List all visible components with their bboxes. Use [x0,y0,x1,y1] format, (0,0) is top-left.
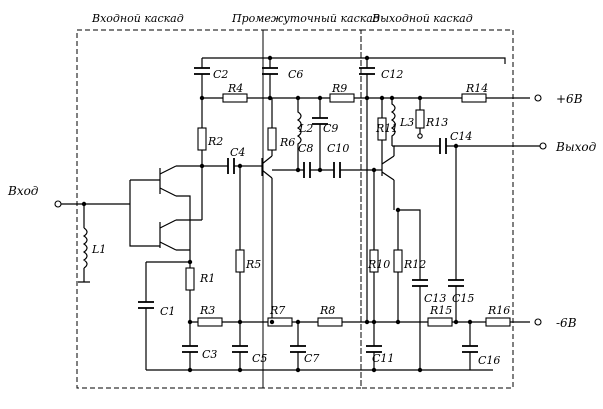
L3-label: L3 [399,116,414,129]
intermediate-transistor [250,128,273,322]
C11-label: C11 [372,352,394,365]
R5-label: R5 [245,258,261,271]
C4-label: C4 [230,146,245,159]
R12-label: R12 [403,258,426,271]
C3-label: C3 [202,348,217,361]
R16-label: R16 [487,304,510,317]
R2-label: R2 [207,135,223,148]
intermediate-stage-title: Промежуточный каскад [231,12,380,25]
R13-body [415,109,425,129]
section-boxes [76,29,514,389]
R8-body [317,317,343,327]
R8-label: R8 [319,304,335,317]
R16-body [485,317,511,327]
L2-label: L2 [298,122,313,135]
R2-body [197,127,207,151]
C1-label: C1 [160,305,175,318]
R11-label: R11 [375,122,398,135]
C8-label: C8 [298,142,313,155]
R7-label: R7 [269,304,285,317]
C9-label: C9 [323,122,338,135]
C10-label: C10 [327,142,349,155]
C13-label: C13 [424,292,446,305]
C2-label: C2 [213,68,228,81]
output-terminal[interactable] [539,142,547,150]
C16-label: C16 [478,354,500,367]
input-label: Вход [7,184,39,198]
R1-body [185,267,195,291]
rails [146,57,530,371]
plus-terminal[interactable] [534,94,542,102]
C7-label: C7 [304,352,319,365]
R3-body [197,317,223,327]
junction-dots [187,55,473,373]
R12-body [393,249,403,273]
R4-label: R4 [227,82,243,95]
L2-coil [296,98,302,170]
input-network [54,200,130,283]
R9-body [329,93,355,103]
C5-label: C5 [252,352,267,365]
L3-coil [390,98,396,146]
R4-body [222,93,248,103]
R7-body [267,317,293,327]
R14-label: R14 [465,82,488,95]
R5-body [235,249,245,273]
C14-label: C14 [450,130,472,143]
R6-label: R6 [279,136,295,149]
minus-label: -6В [556,316,577,330]
R9-label: R9 [331,82,347,95]
output-stage-box [360,29,514,389]
R1-label: R1 [199,272,215,285]
R15-label: R15 [429,304,452,317]
input-terminal[interactable] [54,200,62,208]
C15-label: C15 [452,292,474,305]
R6-body [267,127,277,151]
C6-label: C6 [288,68,303,81]
R15-body [427,317,453,327]
R13-label: R13 [425,116,448,129]
R14-body [461,93,487,103]
L1-label: L1 [91,243,106,256]
input-transistors [129,140,203,251]
output-transistors [376,145,440,210]
minus-terminal[interactable] [534,318,542,326]
C12-label: C12 [381,68,403,81]
output-label: Выход [555,140,597,154]
output-stage-title: Выходной каскад [371,12,473,25]
top-rail [202,57,506,64]
plus-label: +6В [556,92,583,106]
R10-label: R10 [367,258,390,271]
R3-label: R3 [199,304,215,317]
L1-coil [82,227,88,269]
input-stage-title: Входной каскад [91,12,184,25]
